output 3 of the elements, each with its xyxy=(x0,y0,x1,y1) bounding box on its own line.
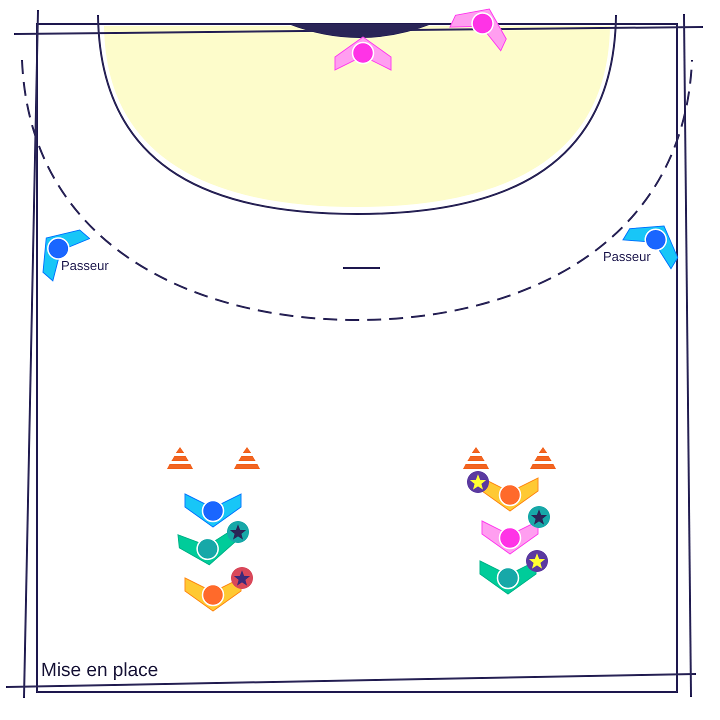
role-label: Passeur xyxy=(61,259,109,274)
caption: Mise en place xyxy=(41,660,158,682)
role-label: Passeur xyxy=(603,250,651,265)
